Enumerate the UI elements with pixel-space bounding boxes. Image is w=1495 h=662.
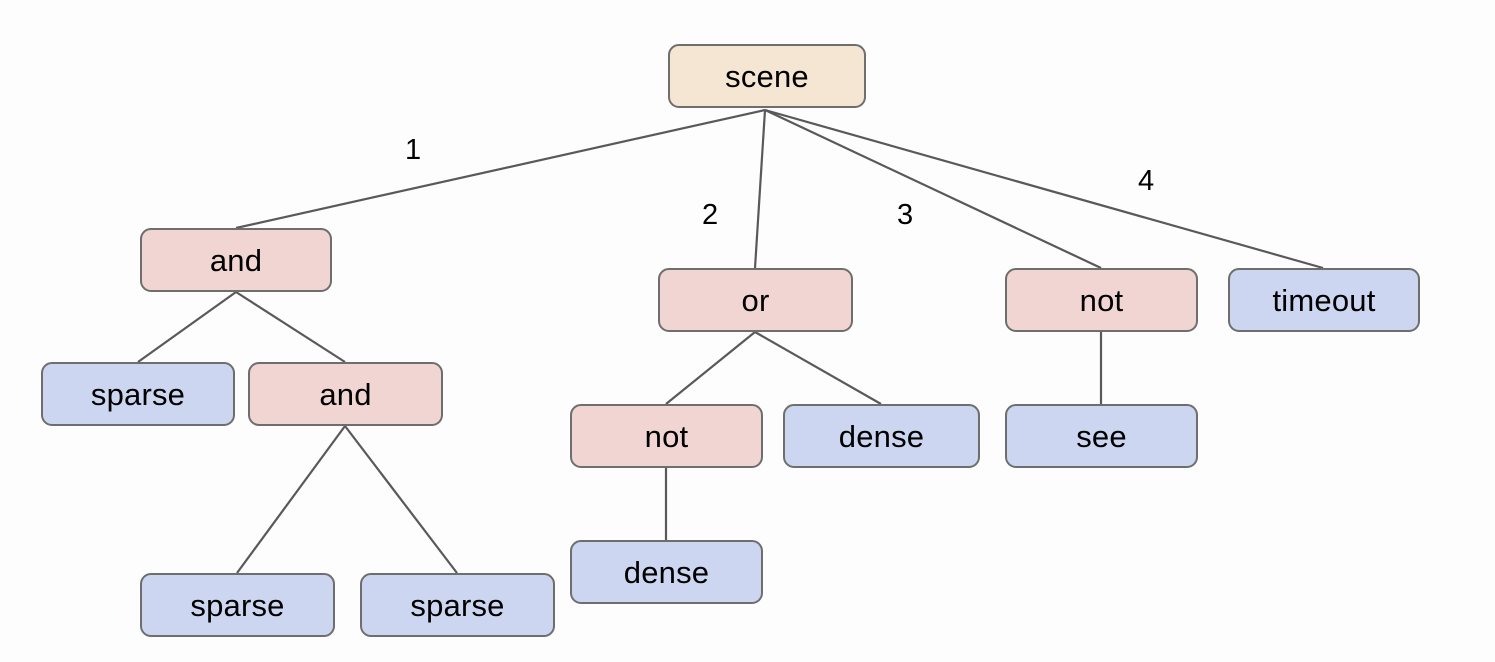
tree-node-label: scene [725, 58, 809, 94]
tree-node-dense2[interactable]: dense [570, 540, 763, 604]
tree-node-label: and [319, 376, 372, 412]
tree-node-label: dense [838, 418, 925, 454]
edge-label: 2 [702, 199, 719, 231]
tree-node-label: see [1076, 418, 1127, 454]
tree-edge [137, 291, 237, 363]
tree-node-and2[interactable]: and [248, 362, 443, 426]
tree-node-label: sparse [190, 587, 285, 623]
tree-node-label: or [741, 282, 770, 318]
tree-edge [344, 425, 458, 574]
tree-node-label: sparse [410, 587, 505, 623]
tree-edge [235, 108, 766, 230]
edge-label: 4 [1138, 165, 1155, 197]
tree-node-not1[interactable]: not [1005, 268, 1198, 332]
tree-edge [665, 331, 756, 405]
edge-label: 3 [897, 199, 914, 231]
tree-node-see[interactable]: see [1005, 404, 1198, 468]
tree-node-label: not [1079, 282, 1124, 318]
tree-node-or1[interactable]: or [658, 268, 853, 332]
tree-node-scene[interactable]: scene [668, 44, 866, 108]
tree-edge [235, 291, 346, 363]
tree-edge [753, 109, 767, 269]
tree-node-sparse1[interactable]: sparse [41, 362, 235, 426]
tree-edge [236, 425, 346, 574]
tree-node-label: dense [623, 554, 710, 590]
tree-node-dense1[interactable]: dense [783, 404, 980, 468]
tree-node-label: not [644, 418, 689, 454]
edge-label: 1 [405, 134, 422, 166]
tree-node-and1[interactable]: and [140, 228, 332, 292]
tree-node-timeout[interactable]: timeout [1228, 268, 1420, 332]
tree-node-sparse3[interactable]: sparse [360, 573, 555, 637]
tree-node-label: and [209, 242, 263, 278]
tree-edge [764, 108, 1324, 270]
tree-edge [754, 331, 882, 405]
tree-node-label: timeout [1272, 282, 1376, 318]
tree-edge [764, 109, 1102, 269]
tree-node-label: sparse [90, 376, 186, 412]
tree-node-sparse2[interactable]: sparse [140, 573, 335, 637]
tree-node-not2[interactable]: not [570, 404, 763, 468]
